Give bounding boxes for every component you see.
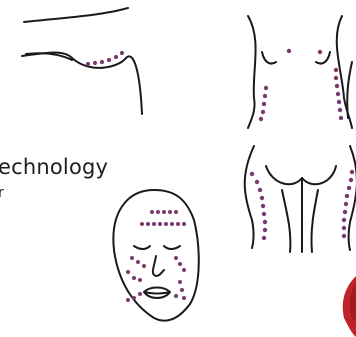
left-breast-contour <box>262 52 276 64</box>
upper-arm-diagram <box>22 8 142 114</box>
torso-treatment-dots <box>259 49 343 121</box>
inner-right-leg <box>311 190 318 252</box>
right-eye <box>164 246 180 249</box>
arm-bottom-contour <box>22 53 142 115</box>
right-arm-contour <box>347 62 352 118</box>
face-diagram <box>113 190 198 321</box>
right-breast-contour <box>316 52 330 64</box>
torso-left-contour <box>248 16 256 128</box>
caption-text: echnology <box>0 157 108 178</box>
left-hip-contour <box>245 146 254 248</box>
nose-contour <box>153 256 164 276</box>
right-hip-contour <box>349 146 356 250</box>
lips <box>144 288 170 299</box>
inner-left-leg <box>282 190 290 252</box>
caption-tail-text: r <box>0 186 4 200</box>
left-eye <box>134 246 150 249</box>
arm-top-contour <box>24 8 128 22</box>
